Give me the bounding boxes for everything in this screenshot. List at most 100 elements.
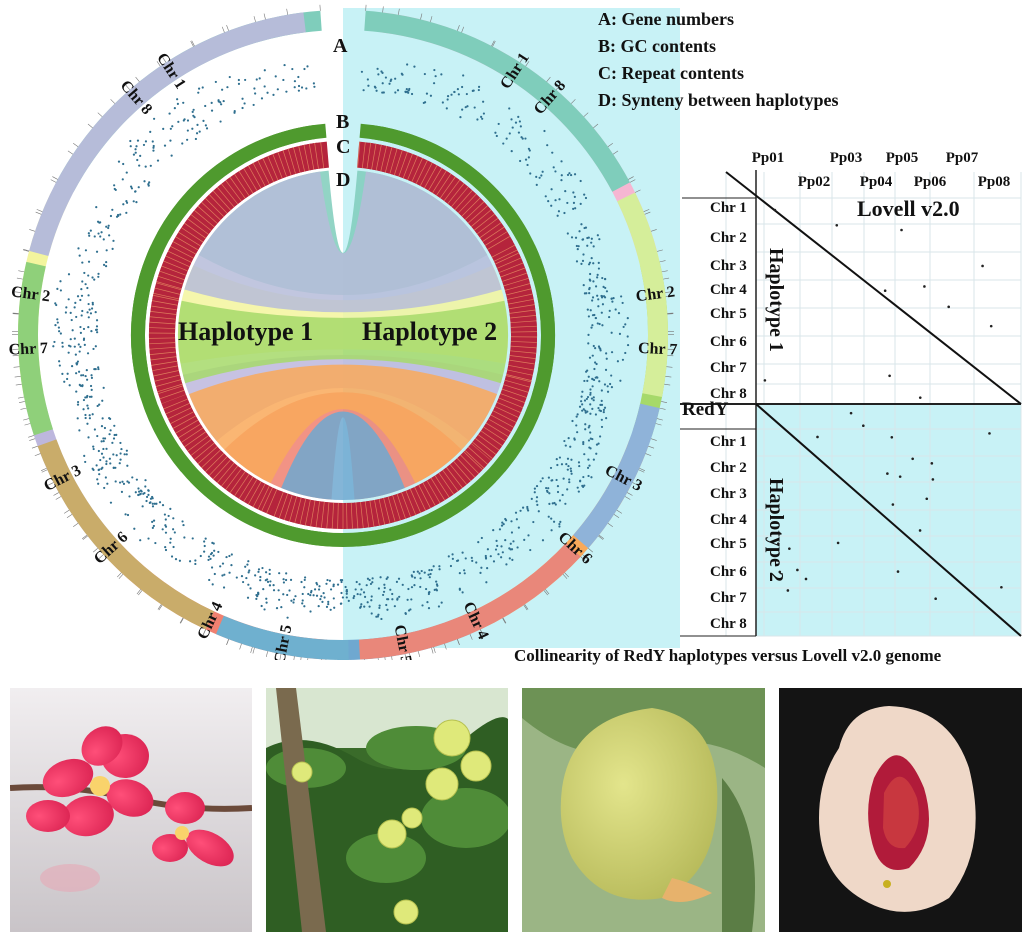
gene-point [558, 525, 561, 528]
gene-point [148, 181, 151, 184]
gene-point [69, 338, 72, 341]
gene-point [259, 579, 262, 582]
repeat-stripe [475, 438, 497, 455]
repeat-stripe [510, 325, 537, 328]
gene-point [87, 274, 90, 277]
gene-point [123, 453, 126, 456]
gene-point [596, 294, 599, 297]
hap1-row-7: Chr 7 [710, 360, 747, 376]
gene-point [120, 447, 123, 451]
gene-point [592, 262, 595, 265]
gene-point [458, 572, 461, 575]
gene-point [575, 415, 578, 418]
haplotype2-label: Haplotype 2 [362, 317, 497, 346]
gene-point [86, 404, 89, 407]
repeat-stripe [157, 383, 183, 393]
repeat-stripe [175, 236, 199, 251]
gene-point [582, 475, 585, 479]
repeat-stripe [509, 309, 536, 314]
gene-point [122, 203, 125, 206]
reference-genome-label: Lovell v2.0 [857, 196, 960, 221]
gene-point [95, 250, 99, 253]
gene-point [139, 539, 142, 542]
tick [157, 604, 162, 610]
gene-point [125, 171, 128, 174]
gene-point [213, 549, 216, 552]
tick [293, 656, 295, 660]
gene-point [394, 91, 397, 94]
repeat-stripe [385, 147, 393, 173]
tick [92, 547, 98, 553]
repeat-stripe [369, 500, 375, 527]
gene-point [610, 374, 613, 377]
repeat-stripe [277, 152, 287, 177]
gene-point [587, 426, 590, 429]
gene-point [502, 142, 505, 145]
gene-point [419, 577, 422, 580]
gene-point [381, 91, 384, 94]
gene-point [480, 536, 483, 540]
gene-point [529, 172, 532, 175]
tick [239, 643, 242, 650]
gene-point [590, 397, 594, 400]
gene-point [272, 584, 275, 587]
gene-point [301, 602, 304, 605]
gene-point [413, 65, 416, 68]
gene-point [421, 604, 424, 607]
gene-point [517, 526, 520, 529]
gene-point [240, 575, 244, 578]
gene-point [596, 273, 599, 276]
gene-point [500, 524, 504, 527]
gene-point [420, 569, 423, 573]
gene-point [583, 399, 587, 402]
gene-point [508, 547, 511, 550]
gene-point [303, 605, 306, 608]
gene-point [59, 332, 62, 335]
gene-point [524, 158, 528, 161]
gene-point [589, 431, 592, 434]
gene-point [509, 542, 512, 545]
gene-point [405, 87, 408, 91]
gene-point [163, 144, 167, 147]
gene-point [269, 580, 272, 583]
gene-point [575, 260, 579, 263]
gene-point [595, 452, 598, 455]
repeat-stripe [282, 150, 292, 176]
tick [221, 26, 225, 33]
tick [409, 653, 411, 660]
collinearity-dot [886, 472, 889, 475]
gene-point [381, 593, 385, 597]
gene-point [264, 571, 268, 574]
gene-point [233, 111, 236, 114]
gene-point [559, 520, 562, 523]
gene-point [377, 587, 381, 590]
photo-peach-cross-section [779, 688, 1022, 932]
repeat-stripe [221, 465, 239, 487]
gene-point [560, 179, 563, 182]
gene-point [103, 486, 106, 490]
gene-point [84, 416, 87, 420]
gene-point [300, 580, 303, 584]
gene-point [76, 295, 80, 298]
gene-point [87, 302, 90, 306]
gene-point [323, 596, 326, 599]
gene-point [84, 413, 87, 417]
hap2-chr5-ideogram [216, 615, 349, 660]
diagonal-haplotype2 [755, 403, 1022, 637]
gene-point [592, 396, 595, 399]
tick [639, 467, 646, 471]
repeat-stripe [156, 281, 182, 290]
repeat-stripe [257, 485, 270, 510]
gene-point [84, 374, 87, 378]
gene-point [447, 555, 450, 558]
gene-point [599, 435, 602, 438]
tick [613, 514, 620, 518]
tick [73, 523, 79, 527]
gene-point [587, 439, 591, 442]
gene-point [262, 588, 265, 591]
gene-point [369, 582, 373, 586]
gene-point [59, 289, 62, 292]
gene-point [76, 360, 80, 363]
gene-point [408, 87, 411, 91]
